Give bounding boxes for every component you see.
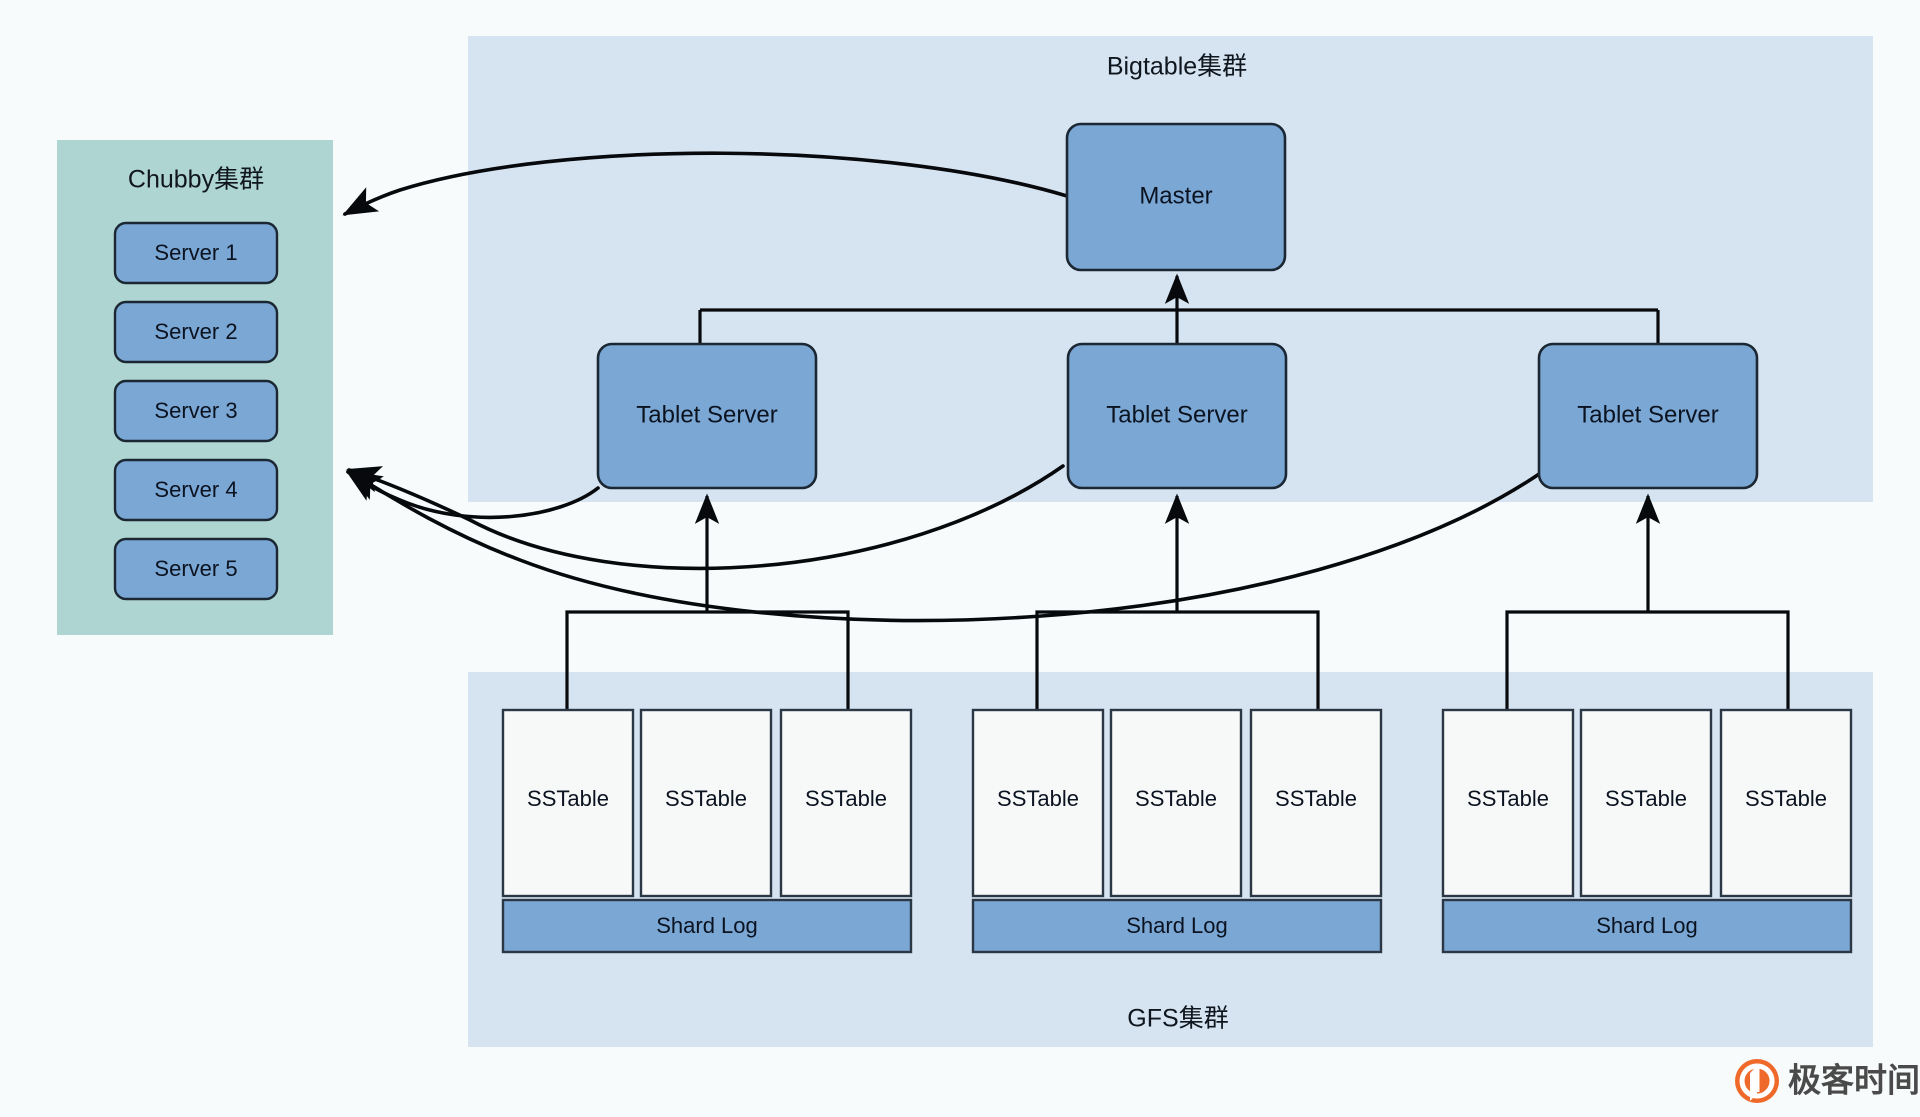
gfs-group-3-sstable-3-box[interactable] xyxy=(1719,708,1853,898)
gfs-group-2-sstable-3-box[interactable] xyxy=(1249,708,1383,898)
gfs-group-1-sstable-1-label: SSTable xyxy=(527,786,609,811)
connector-tablet2-to-chubby xyxy=(346,464,1065,571)
chubby-server-2-box[interactable] xyxy=(113,300,279,364)
chubby-server-3-box[interactable] xyxy=(113,379,279,443)
gfs-group-3-sstable-1-label: SSTable xyxy=(1467,786,1549,811)
chubby-server-4-box[interactable] xyxy=(113,458,279,522)
tablet-server-1[interactable]: Tablet Server xyxy=(596,342,818,490)
chubby-server-2-label: Server 2 xyxy=(154,319,237,344)
tablet-server-2-label: Tablet Server xyxy=(1106,401,1247,428)
chubby-server-4[interactable]: Server 4 xyxy=(113,458,279,522)
connector-tablet3-to-chubby xyxy=(347,468,1547,623)
chubby-server-5-box[interactable] xyxy=(113,537,279,601)
chubby-panel-title: Chubby集群 xyxy=(128,166,264,194)
tablet-server-3[interactable]: Tablet Server xyxy=(1537,342,1759,490)
gfs-group-1-sstable-3-box[interactable] xyxy=(779,708,913,898)
tablet-server-3-box[interactable] xyxy=(1537,342,1759,490)
tablet-server-3-label: Tablet Server xyxy=(1577,401,1718,428)
chubby-server-3[interactable]: Server 3 xyxy=(113,379,279,443)
gfs-group-2: SSTable SSTable SSTable Shard Log xyxy=(971,708,1383,954)
master-node-label: Master xyxy=(1139,182,1212,209)
tablet-server-1-box[interactable] xyxy=(596,342,818,490)
gfs-group-1-sstable-2-box[interactable] xyxy=(639,708,773,898)
tablet-server-1-label: Tablet Server xyxy=(636,401,777,428)
chubby-server-2[interactable]: Server 2 xyxy=(113,300,279,364)
gfs-group-2-sstable-1-label: SSTable xyxy=(997,786,1079,811)
gfs-group-3-shard-log-label: Shard Log xyxy=(1596,913,1698,938)
tablet-server-2-box[interactable] xyxy=(1066,342,1288,490)
gfs-group-1-shard-log-label: Shard Log xyxy=(656,913,758,938)
tablet-server-2[interactable]: Tablet Server xyxy=(1066,342,1288,490)
watermark-label: 极客时间 xyxy=(1788,1061,1920,1100)
chubby-server-4-label: Server 4 xyxy=(154,477,237,502)
gfs-group-3-sstable-3-label: SSTable xyxy=(1745,786,1827,811)
gfs-group-3-sstable-2-box[interactable] xyxy=(1579,708,1713,898)
gfs-group-2-sstable-2-label: SSTable xyxy=(1135,786,1217,811)
gfs-group-3-shard-log-box[interactable] xyxy=(1441,898,1853,954)
connector-master-to-chubby xyxy=(342,151,1069,216)
chubby-server-1[interactable]: Server 1 xyxy=(113,221,279,285)
master-node[interactable]: Master xyxy=(1065,122,1287,272)
master-node-box[interactable] xyxy=(1065,122,1287,272)
gfs-group-1-sstable-3-label: SSTable xyxy=(805,786,887,811)
chubby-server-1-box[interactable] xyxy=(113,221,279,285)
gfs-group-2-shard-log-label: Shard Log xyxy=(1126,913,1228,938)
gfs-group-2-sstable-2-box[interactable] xyxy=(1109,708,1243,898)
bigtable-panel-title: Bigtable集群 xyxy=(1107,53,1247,81)
gfs-group-3-sstable-1-box[interactable] xyxy=(1441,708,1575,898)
gfs-group-1-sstable-1-box[interactable] xyxy=(501,708,635,898)
gfs-group-2-sstable-3-label: SSTable xyxy=(1275,786,1357,811)
gfs-group-1: SSTable SSTable SSTable Shard Log xyxy=(501,708,913,954)
gfs-group-2-shard-log-box[interactable] xyxy=(971,898,1383,954)
gfs-group-2-sstable-1-box[interactable] xyxy=(971,708,1105,898)
gfs-group-3: SSTable SSTable SSTable Shard Log xyxy=(1441,708,1853,954)
gfs-group-3-sstable-2-label: SSTable xyxy=(1605,786,1687,811)
gfs-panel-title: GFS集群 xyxy=(1127,1005,1228,1033)
watermark: 极客时间 xyxy=(1735,1059,1920,1103)
chubby-server-5-label: Server 5 xyxy=(154,556,237,581)
gfs-group-1-sstable-2-label: SSTable xyxy=(665,786,747,811)
gfs-group-1-shard-log-box[interactable] xyxy=(501,898,913,954)
chubby-server-3-label: Server 3 xyxy=(154,398,237,423)
geektime-logo-icon xyxy=(1735,1059,1779,1103)
chubby-server-5[interactable]: Server 5 xyxy=(113,537,279,601)
chubby-server-1-label: Server 1 xyxy=(154,240,237,265)
